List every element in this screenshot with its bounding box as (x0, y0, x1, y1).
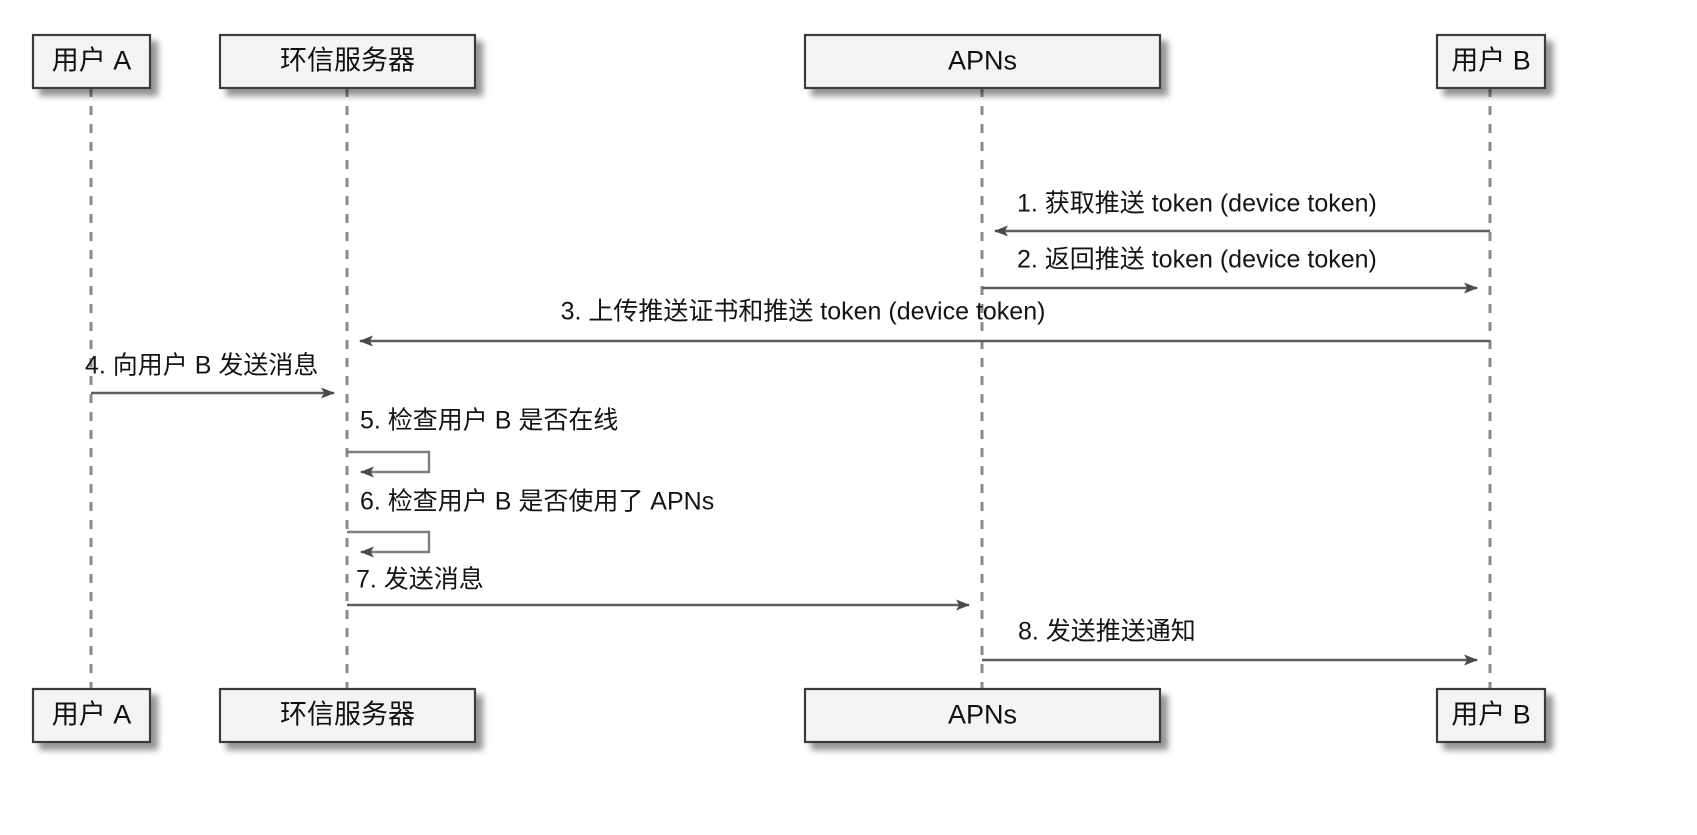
message-label-6: 6. 检查用户 B 是否使用了 APNs (360, 488, 714, 516)
participant-label-apns: APNs (948, 700, 1017, 730)
participant-box-user_a-top[interactable]: 用户 A (31, 33, 152, 90)
message-2[interactable]: 2. 返回推送 token (device token) (982, 246, 1478, 294)
participant-box-rect (31, 33, 152, 90)
participant-box-apns-bottom[interactable]: APNs (803, 687, 1162, 744)
message-5[interactable]: 5. 检查用户 B 是否在线 (347, 407, 618, 478)
participant-box-rect (803, 33, 1162, 90)
message-label-3: 3. 上传推送证书和推送 token (device token) (561, 298, 1046, 326)
message-3[interactable]: 3. 上传推送证书和推送 token (device token) (359, 298, 1490, 347)
message-label-5: 5. 检查用户 B 是否在线 (360, 407, 618, 435)
message-label-8: 8. 发送推送通知 (1018, 618, 1196, 646)
message-self-loop-6 (347, 530, 431, 558)
messages-layer: 1. 获取推送 token (device token) 2. 返回推送 toke… (85, 190, 1490, 666)
participant-box-user_a-bottom[interactable]: 用户 A (31, 687, 152, 744)
participant-label-apns: APNs (948, 46, 1017, 76)
participant-box-server-bottom[interactable]: 环信服务器 (218, 687, 477, 744)
message-label-7: 7. 发送消息 (356, 566, 484, 594)
participant-box-user_b-top[interactable]: 用户 B (1435, 33, 1547, 90)
participant-box-rect (31, 687, 152, 744)
message-7[interactable]: 7. 发送消息 (347, 566, 970, 611)
participant-label-server: 环信服务器 (280, 700, 415, 730)
participant-boxes-layer: 用户 A 环信服务器 APNs 用户 B 用户 A 环信服务器 APNs 用户 B (31, 33, 1547, 744)
lifelines-layer (89, 88, 1492, 689)
message-1[interactable]: 1. 获取推送 token (device token) (994, 190, 1490, 237)
participant-label-server: 环信服务器 (280, 46, 415, 76)
participant-box-rect (218, 33, 477, 90)
participant-label-user_b: 用户 B (1451, 46, 1531, 76)
participant-label-user_a: 用户 A (52, 700, 132, 730)
participant-box-rect (218, 687, 477, 744)
message-8[interactable]: 8. 发送推送通知 (982, 618, 1478, 666)
participant-label-user_a: 用户 A (52, 46, 132, 76)
participant-box-user_b-bottom[interactable]: 用户 B (1435, 687, 1547, 744)
participant-box-rect (803, 687, 1162, 744)
message-self-loop-5 (347, 450, 431, 478)
message-4[interactable]: 4. 向用户 B 发送消息 (85, 352, 335, 399)
message-label-4: 4. 向用户 B 发送消息 (85, 352, 318, 380)
participant-box-rect (1435, 33, 1547, 90)
message-label-1: 1. 获取推送 token (device token) (1017, 190, 1377, 218)
participant-label-user_b: 用户 B (1451, 700, 1531, 730)
participant-box-server-top[interactable]: 环信服务器 (218, 33, 477, 90)
participant-box-rect (1435, 687, 1547, 744)
participant-box-apns-top[interactable]: APNs (803, 33, 1162, 90)
message-6[interactable]: 6. 检查用户 B 是否使用了 APNs (347, 488, 714, 558)
message-label-2: 2. 返回推送 token (device token) (1017, 246, 1377, 274)
